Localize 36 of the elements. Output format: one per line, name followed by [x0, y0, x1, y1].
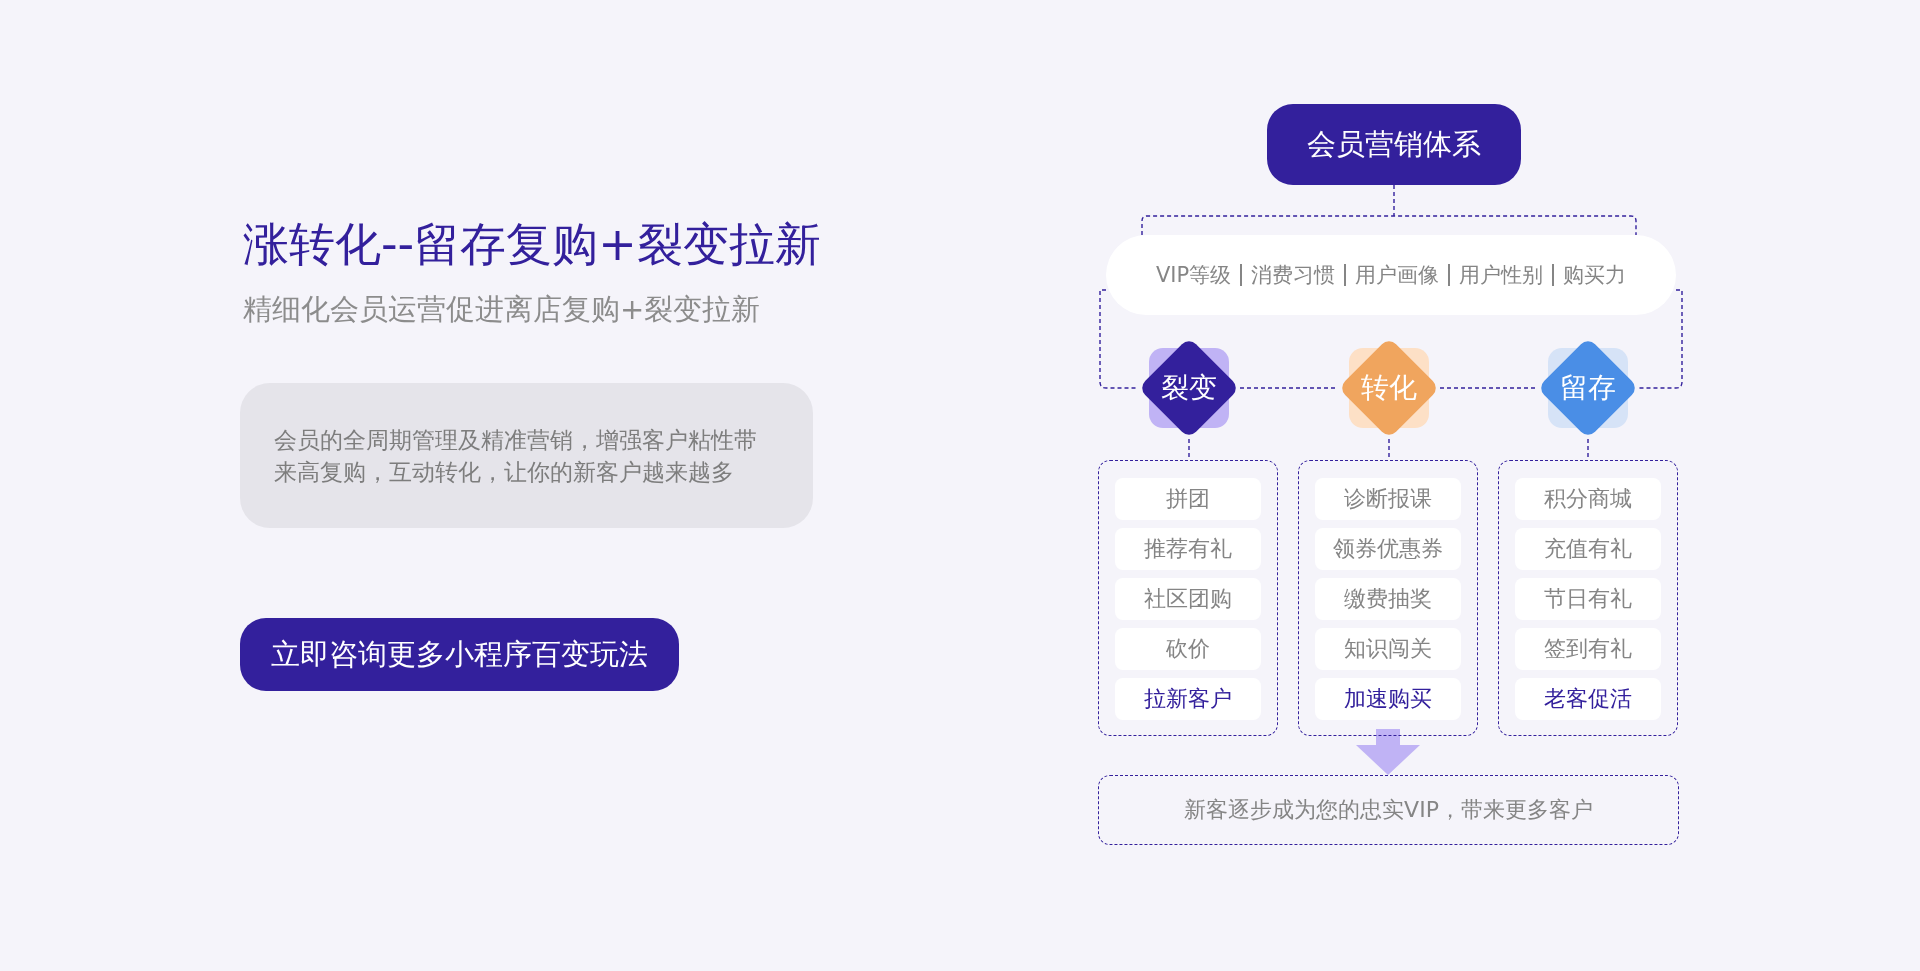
block-arrow — [1356, 729, 1420, 775]
connector-line — [1099, 289, 1139, 389]
feature-item: 积分商城 — [1515, 478, 1661, 520]
feature-item: 缴费抽奖 — [1315, 578, 1461, 620]
feature-item: 知识闯关 — [1315, 628, 1461, 670]
connector-line — [1439, 387, 1538, 389]
consult-button: 立即咨询更多小程序百变玩法 — [240, 618, 679, 691]
attribute-text: 用户画像 — [1355, 262, 1440, 289]
category-label: 转化 — [1361, 370, 1417, 406]
feature-item: 加速购买 — [1315, 678, 1461, 720]
page-title: 涨转化--留存复购+裂变拉新 — [243, 216, 821, 273]
feature-item: 领券优惠券 — [1315, 528, 1461, 570]
feature-group-box — [1098, 460, 1278, 736]
attribute-text: VIP等级 — [1155, 262, 1232, 289]
feature-item: 社区团购 — [1115, 578, 1261, 620]
feature-item: 老客促活 — [1515, 678, 1661, 720]
feature-item: 砍价 — [1115, 628, 1261, 670]
feature-group-box — [1498, 460, 1678, 736]
feature-item: 拼团 — [1115, 478, 1261, 520]
feature-group-box — [1298, 460, 1478, 736]
system-title-box: 会员营销体系 — [1267, 104, 1521, 185]
connector-line — [1638, 289, 1683, 389]
attribute-text: 用户性别 — [1459, 262, 1544, 289]
feature-item: 诊断报课 — [1315, 478, 1461, 520]
category-label: 裂变 — [1161, 370, 1217, 406]
attribute-text: 购买力 — [1563, 262, 1627, 289]
feature-item: 节日有礼 — [1515, 578, 1661, 620]
feature-item: 签到有礼 — [1515, 628, 1661, 670]
description-text: 会员的全周期管理及精准营销，增强客户粘性带来高复购，互动转化，让你的新客户越来越多 — [274, 425, 758, 487]
result-box: 新客逐步成为您的忠实VIP，带来更多客户 — [1098, 775, 1679, 845]
attribute-text: 消费习惯 — [1251, 262, 1336, 289]
feature-item: 推荐有礼 — [1115, 528, 1261, 570]
feature-item: 拉新客户 — [1115, 678, 1261, 720]
category-label: 留存 — [1560, 370, 1616, 406]
feature-item: 充值有礼 — [1515, 528, 1661, 570]
subtitle: 精细化会员运营促进离店复购+裂变拉新 — [243, 291, 761, 328]
